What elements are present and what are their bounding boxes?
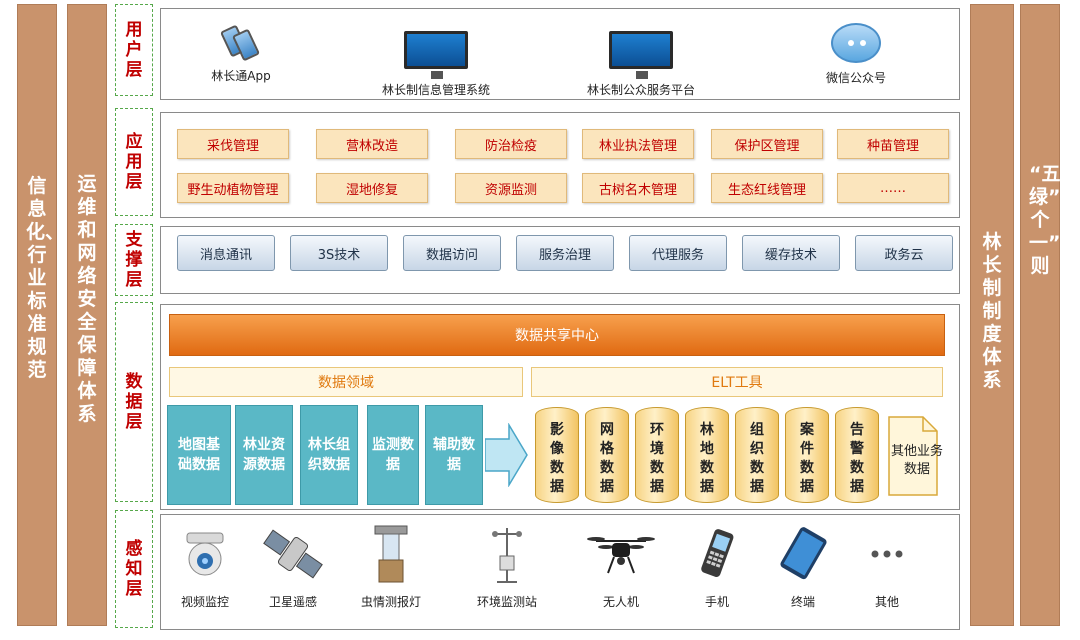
app-item[interactable]: 资源监测 — [455, 173, 567, 203]
etl-data-cylinder[interactable]: 组织数据 — [735, 407, 779, 503]
etl-tool-bar: ELT工具 — [531, 367, 943, 397]
pillar-security: 运维和网络安全保障体系 — [67, 4, 107, 626]
monitor-icon — [404, 31, 468, 79]
layer-label-perception: 感知层 — [115, 510, 153, 628]
layer-label-application-text: 应用层 — [125, 132, 143, 192]
domain-data-box[interactable]: 林业资源数据 — [235, 405, 293, 505]
support-item[interactable]: 政务云 — [855, 235, 953, 271]
sense-item-other-label: 其他 — [874, 595, 899, 609]
cellphone-icon — [667, 523, 767, 585]
more-icon — [837, 523, 937, 585]
app-item[interactable]: 采伐管理 — [177, 129, 289, 159]
support-layer-panel: 消息通讯 3S技术 数据访问 服务治理 代理服务 缓存技术 政务云 — [160, 226, 960, 294]
satellite-icon — [243, 523, 343, 585]
user-item-app-label: 林长通App — [211, 69, 271, 83]
layer-label-support-text: 支撑层 — [125, 230, 143, 290]
camera-icon — [155, 523, 255, 585]
monitor-icon — [609, 31, 673, 79]
pillar-standards: 信息化、行业标准规范 — [17, 4, 65, 626]
domain-data-box[interactable]: 地图基础数据 — [167, 405, 231, 505]
app-item[interactable]: 营林改造 — [316, 129, 428, 159]
sense-item-insect-lamp-label: 虫情测报灯 — [360, 595, 421, 609]
pillar-system: 林长制制度体系 — [970, 4, 1014, 626]
user-item-app[interactable]: 林长通App — [191, 23, 291, 84]
flow-arrow-icon — [485, 423, 528, 487]
etl-data-cylinder[interactable]: 影像数据 — [535, 407, 579, 503]
sense-item-tablet-label: 终端 — [790, 595, 815, 609]
drone-icon — [571, 523, 671, 585]
layer-label-support: 支撑层 — [115, 224, 153, 296]
data-domain-bar: 数据领域 — [169, 367, 523, 397]
sense-item-satellite[interactable]: 卫星遥感 — [243, 523, 343, 610]
etl-data-cylinder[interactable]: 环境数据 — [635, 407, 679, 503]
app-item[interactable]: 防治检疫 — [455, 129, 567, 159]
app-item[interactable]: 野生动植物管理 — [177, 173, 289, 203]
pillar-principles-text: “五绿”,“五个一”原则 — [1029, 163, 1080, 277]
etl-data-cylinder[interactable]: 告警数据 — [835, 407, 879, 503]
layer-label-user: 用户层 — [115, 4, 153, 96]
sense-item-drone-label: 无人机 — [602, 595, 639, 609]
sense-item-other[interactable]: 其他 — [837, 523, 937, 610]
perception-layer-panel: 视频监控 卫星遥感 虫情测报灯 环境监测站 无人机 手机 终端 — [160, 514, 960, 630]
user-layer-panel: 林长通App 林长制信息管理系统 林长制公众服务平台 微信公众号 — [160, 8, 960, 100]
support-item[interactable]: 代理服务 — [629, 235, 727, 271]
sense-item-tablet[interactable]: 终端 — [753, 523, 853, 610]
domain-data-box[interactable]: 监测数据 — [367, 405, 419, 505]
user-item-info-system-label: 林长制信息管理系统 — [381, 83, 490, 97]
app-item[interactable]: …… — [837, 173, 949, 203]
app-item[interactable]: 保护区管理 — [711, 129, 823, 159]
app-item[interactable]: 古树名木管理 — [582, 173, 694, 203]
domain-data-box[interactable]: 辅助数据 — [425, 405, 483, 505]
layer-label-user-text: 用户层 — [125, 20, 143, 80]
other-data-label: 其他业务数据 — [890, 444, 943, 477]
sense-item-drone[interactable]: 无人机 — [571, 523, 671, 610]
layer-label-perception-text: 感知层 — [125, 539, 143, 599]
application-layer-panel: 采伐管理 营林改造 防治检疫 林业执法管理 保护区管理 种苗管理 野生动植物管理… — [160, 112, 960, 218]
pillar-system-text: 林长制制度体系 — [982, 231, 1002, 391]
user-item-public-platform-label: 林长制公众服务平台 — [586, 83, 695, 97]
user-item-wechat-label: 微信公众号 — [825, 71, 886, 85]
chat-bubble-icon — [831, 23, 881, 63]
etl-data-cylinder[interactable]: 案件数据 — [785, 407, 829, 503]
weather-station-icon — [457, 523, 557, 585]
mobile-phones-icon — [217, 23, 265, 63]
etl-data-cylinder[interactable]: 林地数据 — [685, 407, 729, 503]
pillar-standards-text: 信息化、行业标准规范 — [26, 175, 65, 381]
support-item[interactable]: 服务治理 — [516, 235, 614, 271]
data-layer-panel: 数据共享中心 数据领域 ELT工具 地图基础数据 林业资源数据 林长组织数据 监… — [160, 304, 960, 510]
pillar-security-text: 运维和网络安全保障体系 — [77, 173, 97, 425]
support-item[interactable]: 数据访问 — [403, 235, 501, 271]
sense-item-camera-label: 视频监控 — [180, 595, 229, 609]
etl-data-cylinder[interactable]: 网格数据 — [585, 407, 629, 503]
app-item[interactable]: 湿地修复 — [316, 173, 428, 203]
insect-lamp-icon — [341, 523, 441, 585]
tablet-icon — [753, 523, 853, 585]
layer-label-data-text: 数据层 — [125, 372, 143, 432]
app-item[interactable]: 种苗管理 — [837, 129, 949, 159]
support-item[interactable]: 消息通讯 — [177, 235, 275, 271]
support-item[interactable]: 缓存技术 — [742, 235, 840, 271]
app-item[interactable]: 生态红线管理 — [711, 173, 823, 203]
sense-item-cellphone-label: 手机 — [704, 595, 729, 609]
layer-label-application: 应用层 — [115, 108, 153, 216]
support-item[interactable]: 3S技术 — [290, 235, 388, 271]
user-item-wechat[interactable]: 微信公众号 — [801, 23, 911, 86]
domain-data-box[interactable]: 林长组织数据 — [300, 405, 358, 505]
data-share-center[interactable]: 数据共享中心 — [169, 314, 945, 356]
sense-item-insect-lamp[interactable]: 虫情测报灯 — [341, 523, 441, 610]
app-item[interactable]: 林业执法管理 — [582, 129, 694, 159]
sense-item-weather-station[interactable]: 环境监测站 — [457, 523, 557, 610]
user-item-info-system[interactable]: 林长制信息管理系统 — [361, 31, 511, 98]
layer-label-data: 数据层 — [115, 302, 153, 502]
sense-item-weather-station-label: 环境监测站 — [476, 595, 537, 609]
sense-item-cellphone[interactable]: 手机 — [667, 523, 767, 610]
pillar-principles: “五绿”,“五个一”原则 — [1020, 4, 1080, 626]
sense-item-satellite-label: 卫星遥感 — [268, 595, 317, 609]
user-item-public-platform[interactable]: 林长制公众服务平台 — [566, 31, 716, 98]
sense-item-camera[interactable]: 视频监控 — [155, 523, 255, 610]
document-icon — [888, 416, 938, 496]
